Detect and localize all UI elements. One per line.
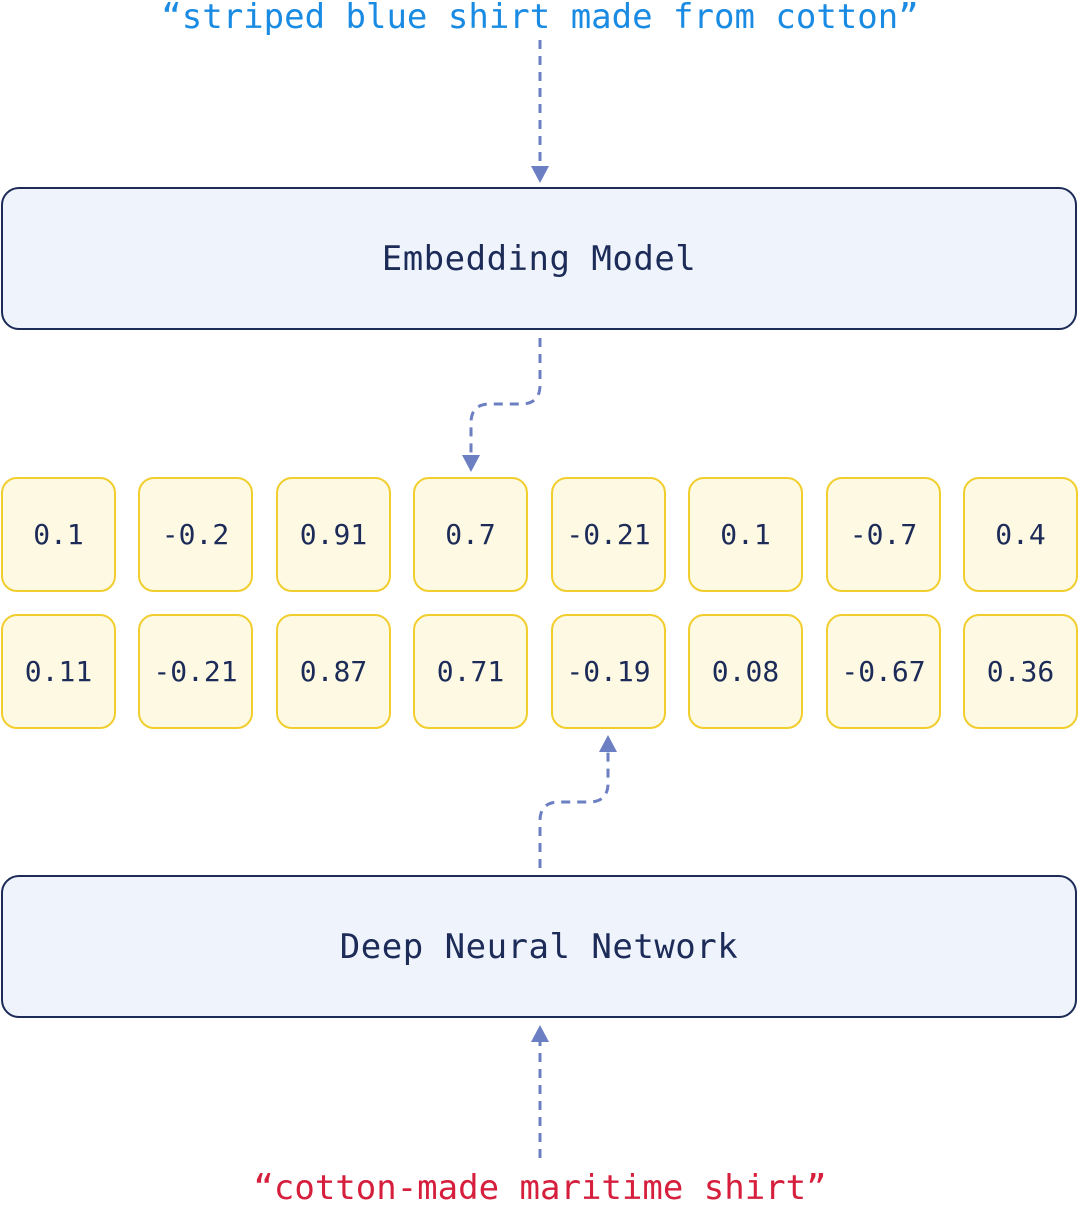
vector-bottom-cell: 0.87 bbox=[276, 614, 391, 729]
vector-value: 0.11 bbox=[24, 655, 93, 688]
vector-value: -0.21 bbox=[566, 518, 651, 551]
vector-top-cell: -0.7 bbox=[826, 477, 941, 592]
vector-top-cell: 0.1 bbox=[1, 477, 116, 592]
vector-bottom-cell: -0.19 bbox=[551, 614, 666, 729]
vector-value: -0.21 bbox=[153, 655, 238, 688]
vector-value: 0.08 bbox=[711, 655, 780, 688]
arrowhead-down bbox=[462, 455, 480, 472]
vector-bottom-cell: -0.67 bbox=[826, 614, 941, 729]
deep-neural-network-label: Deep Neural Network bbox=[339, 926, 739, 967]
query-text-bottom: “cotton-made maritime shirt” bbox=[253, 1168, 827, 1208]
vector-bottom-cell: 0.11 bbox=[1, 614, 116, 729]
query-text-top: “striped blue shirt made from cotton” bbox=[161, 0, 919, 37]
vector-value: 0.1 bbox=[33, 518, 84, 551]
arrowhead-down bbox=[531, 166, 549, 183]
vector-bottom-cell: 0.08 bbox=[688, 614, 803, 729]
vector-value: 0.71 bbox=[436, 655, 505, 688]
vector-top-cell: -0.21 bbox=[551, 477, 666, 592]
vector-value: -0.7 bbox=[849, 518, 918, 551]
vector-value: -0.19 bbox=[566, 655, 651, 688]
deep-neural-network-box: Deep Neural Network bbox=[1, 875, 1077, 1018]
vector-value: 0.4 bbox=[995, 518, 1046, 551]
arrow-dnn-to-vector bbox=[538, 752, 610, 868]
vector-top-cell: 0.1 bbox=[688, 477, 803, 592]
vector-value: 0.91 bbox=[299, 518, 368, 551]
vector-value: 0.87 bbox=[299, 655, 368, 688]
vector-value: 0.1 bbox=[720, 518, 771, 551]
vector-bottom-cell: -0.21 bbox=[138, 614, 253, 729]
vector-bottom-cell: 0.71 bbox=[413, 614, 528, 729]
arrowhead-up bbox=[531, 1025, 549, 1042]
vector-top-cell: 0.7 bbox=[413, 477, 528, 592]
embedding-model-label: Embedding Model bbox=[381, 238, 697, 279]
vector-top-cell: 0.91 bbox=[276, 477, 391, 592]
vector-bottom-cell: 0.36 bbox=[963, 614, 1078, 729]
vector-top-cell: -0.2 bbox=[138, 477, 253, 592]
vector-top-cell: 0.4 bbox=[963, 477, 1078, 592]
vector-value: -0.67 bbox=[841, 655, 926, 688]
vector-value: 0.7 bbox=[445, 518, 496, 551]
embedding-model-box: Embedding Model bbox=[1, 187, 1077, 330]
arrow-embedding-to-vector bbox=[469, 338, 542, 455]
vector-value: -0.2 bbox=[161, 518, 230, 551]
arrowhead-up bbox=[599, 735, 617, 752]
vector-value: 0.36 bbox=[986, 655, 1055, 688]
